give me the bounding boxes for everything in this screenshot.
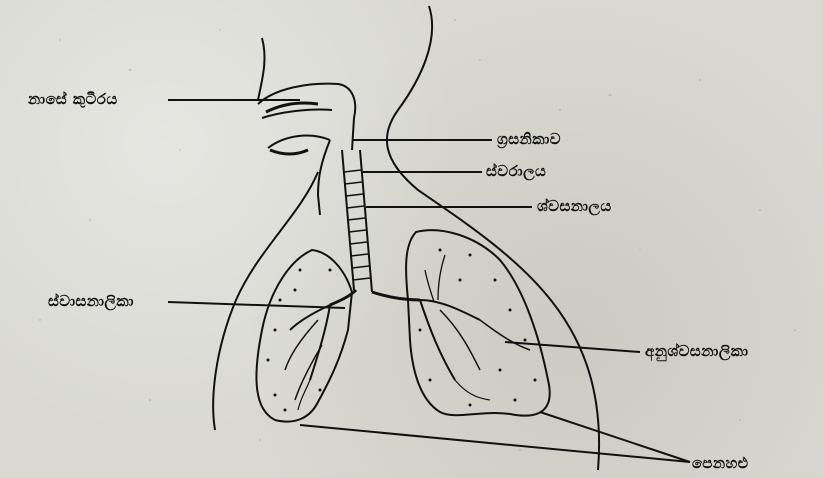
body-outline xyxy=(213,6,599,470)
label-bronchiole: අනුශ්වසනාලිකා xyxy=(645,342,748,360)
label-pharynx: ග්‍රසනිකාව xyxy=(497,130,561,148)
label-bronchus: ස්වාසනාලිකා xyxy=(48,292,134,310)
paper-texture xyxy=(39,19,796,451)
bronchi-tree xyxy=(285,255,530,410)
label-nasal-cavity: නාසේ කුටීරය xyxy=(28,90,118,108)
leader-line-bronchus xyxy=(168,302,345,308)
leader-line-bronchiole xyxy=(505,342,640,352)
label-trachea: ශ්වසනාලය xyxy=(537,197,612,215)
label-lungs: පෙනහළු xyxy=(692,454,749,472)
label-larynx: ස්වරාලය xyxy=(486,162,546,180)
